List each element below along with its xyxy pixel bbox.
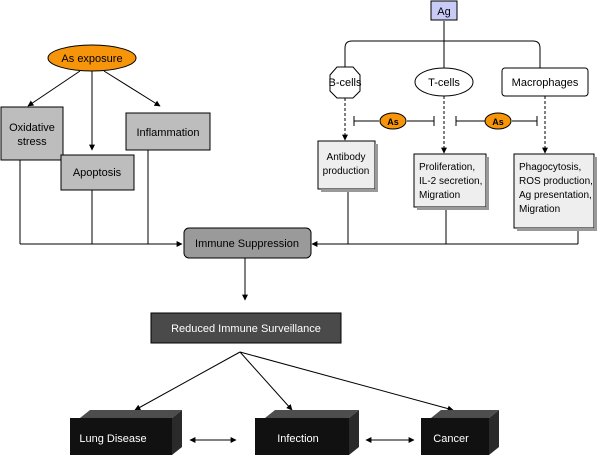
b-cells-node: B-cells (328, 66, 362, 99)
surveillance-to-infection-arrow (239, 351, 293, 411)
ag-label: Ag (437, 6, 450, 18)
macrophages-node: Macrophages (501, 67, 589, 97)
apoptosis-label: Apoptosis (73, 167, 122, 179)
apoptosis-node: Apoptosis (60, 154, 135, 191)
as-to-inflammation-arrow (103, 70, 161, 107)
cancer-node: Cancer (421, 410, 499, 455)
oxidative-label-1: Oxidative (9, 122, 55, 134)
proliferation-node: Proliferation, IL-2 secretion, Migration (413, 153, 489, 210)
ag-node: Ag (430, 0, 458, 21)
as-exposure-node: As exposure (47, 44, 137, 72)
cancer-label: Cancer (433, 433, 469, 445)
phago-label-3: Ag presentation, (519, 190, 592, 201)
phago-label-1: Phagocytosis, (519, 162, 581, 173)
lung-disease-node: Lung Disease (70, 410, 182, 455)
oxidative-label-2: stress (17, 136, 47, 148)
b-cells-label: B-cells (328, 77, 362, 89)
inhibition-marks (353, 116, 538, 126)
phago-label-4: Migration (519, 204, 560, 215)
surveillance-to-lung-arrow (134, 351, 241, 411)
reduced-surveillance-label: Reduced Immune Surveillance (171, 323, 321, 335)
ag-bracket-line (344, 40, 541, 68)
dashed-connectors (342, 96, 548, 154)
infection-node: Infection (255, 410, 359, 455)
prolif-label-1: Proliferation, (419, 162, 475, 173)
immune-suppression-label: Immune Suppression (195, 238, 299, 250)
phago-label-2: ROS production, (519, 176, 593, 187)
connectors (19, 21, 579, 443)
as-to-oxidative-arrow (27, 70, 81, 107)
surveillance-to-cancer-arrow (239, 351, 454, 412)
antibody-node: Antibody production (317, 140, 378, 192)
macrophages-label: Macrophages (512, 77, 579, 89)
as-bt-label: As (387, 117, 399, 127)
antibody-label-1: Antibody (327, 152, 366, 163)
reduced-surveillance-node: Reduced Immune Surveillance (150, 312, 342, 344)
antibody-label-2: production (323, 166, 370, 177)
prolif-label-3: Migration (419, 190, 460, 201)
inflammation-label: Inflammation (137, 127, 200, 139)
t-cells-label: T-cells (428, 77, 460, 89)
as-exposure-label: As exposure (61, 53, 122, 65)
lung-disease-label: Lung Disease (79, 433, 146, 445)
as-tm-label: As (492, 117, 504, 127)
phagocytosis-node: Phagocytosis, ROS production, Ag present… (513, 153, 597, 231)
prolif-label-2: IL-2 secretion, (419, 176, 482, 187)
oxidative-stress-node: Oxidative stress (0, 106, 64, 161)
as-inhibitor-tm: As (484, 112, 512, 130)
immune-suppression-node: Immune Suppression (183, 227, 312, 259)
infection-label: Infection (277, 433, 319, 445)
t-cells-node: T-cells (414, 67, 474, 97)
inflammation-node: Inflammation (125, 112, 211, 151)
as-inhibitor-bt: As (379, 112, 407, 130)
